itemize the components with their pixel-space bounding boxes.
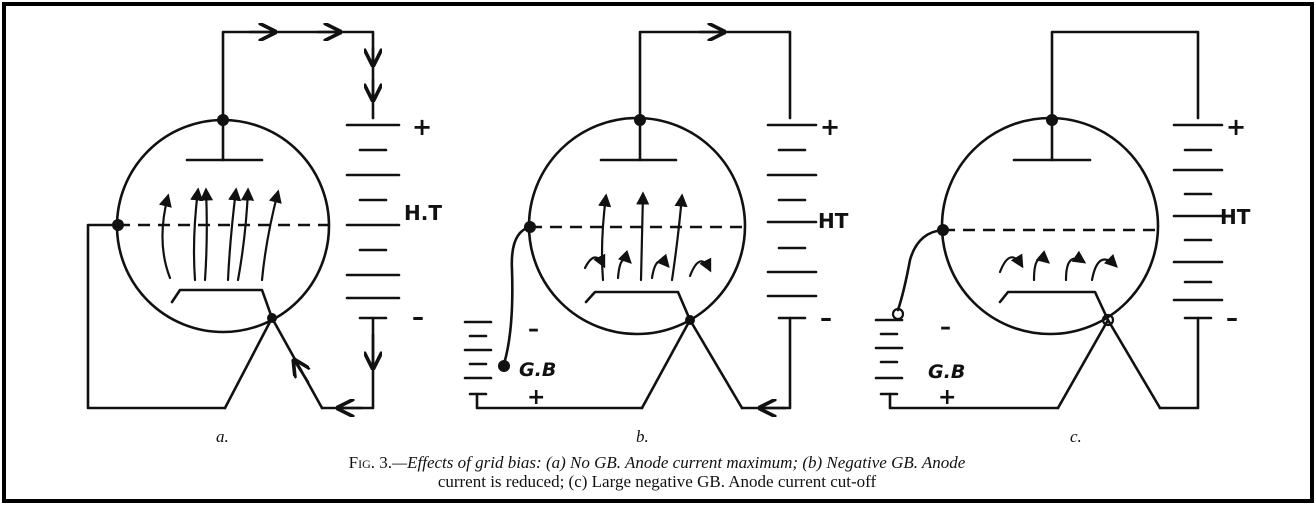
gb-minus: –: [528, 317, 539, 342]
ht-label: H.T: [404, 201, 442, 225]
ht-minus: –: [820, 304, 832, 332]
bias-return-wire: [888, 392, 1060, 410]
cathode: [584, 290, 692, 322]
ht-label: HT: [1220, 205, 1251, 229]
anode-wire: [221, 30, 375, 120]
gb-plus: +: [527, 385, 545, 410]
ht-plus: +: [1226, 113, 1246, 141]
ht-battery-c: HT + –: [1172, 113, 1251, 332]
plate-circuit-a: [86, 30, 375, 410]
plate-circuit-b: [475, 32, 792, 410]
panel-b: HT + – G.B – + b.: [463, 32, 849, 446]
panel-label-c: c.: [1070, 427, 1082, 446]
cathode-legs: [640, 318, 744, 410]
ht-minus: –: [412, 303, 424, 331]
plate-circuit-c: [888, 30, 1200, 410]
electron-flow-arrows: [998, 250, 1118, 282]
ht-battery-b: HT + –: [766, 113, 849, 332]
caption-fig-number: Fig. 3.: [349, 453, 392, 472]
panel-label-a: a.: [216, 427, 229, 446]
valve-c: [937, 114, 1160, 336]
anode-wire: [1050, 30, 1200, 120]
electron-flow-arrows: [158, 187, 282, 282]
panel-a: H.T + – a.: [86, 30, 442, 446]
ht-minus: –: [1226, 304, 1238, 332]
caption-text-1: —Effects of grid bias: (a) No GB. Anode …: [391, 453, 966, 472]
grid-bias-lead: [896, 228, 945, 312]
gb-battery-b: G.B – +: [463, 317, 556, 410]
anode-terminal: [1046, 114, 1058, 126]
gb-minus: –: [940, 315, 951, 340]
anode-terminal: [217, 114, 229, 126]
gb-label: G.B: [928, 361, 965, 383]
ht-plus: +: [820, 113, 840, 141]
panel-c: HT + – G.B – + c.: [874, 30, 1251, 446]
cathode: [998, 290, 1110, 322]
ht-plus: +: [412, 113, 432, 141]
bias-return-wire: [475, 392, 644, 410]
ht-battery-a: H.T + –: [345, 113, 442, 331]
electron-flow-arrows: [583, 191, 712, 282]
valve-a: [112, 114, 331, 334]
caption-line-1: Fig. 3.—Effects of grid bias: (a) No GB.…: [349, 453, 966, 472]
cathode: [170, 288, 274, 320]
grid-bias-lead: [502, 225, 532, 366]
return-wire: [740, 316, 792, 410]
anode-terminal: [634, 114, 646, 126]
caption-line-2: current is reduced; (c) Large negative G…: [438, 472, 877, 491]
cathode-terminal: [1101, 313, 1115, 327]
gb-plus: +: [938, 385, 956, 410]
grid-return-wire: [86, 223, 227, 410]
gb-battery-c: G.B – +: [874, 315, 965, 410]
bias-terminal: [498, 360, 510, 372]
figure-caption: Fig. 3.—Effects of grid bias: (a) No GB.…: [349, 453, 966, 491]
cathode-legs: [1056, 318, 1162, 410]
ht-label: HT: [818, 209, 849, 233]
panel-label-b: b.: [636, 427, 649, 446]
return-wire: [1158, 316, 1200, 410]
gb-label: G.B: [519, 359, 556, 381]
